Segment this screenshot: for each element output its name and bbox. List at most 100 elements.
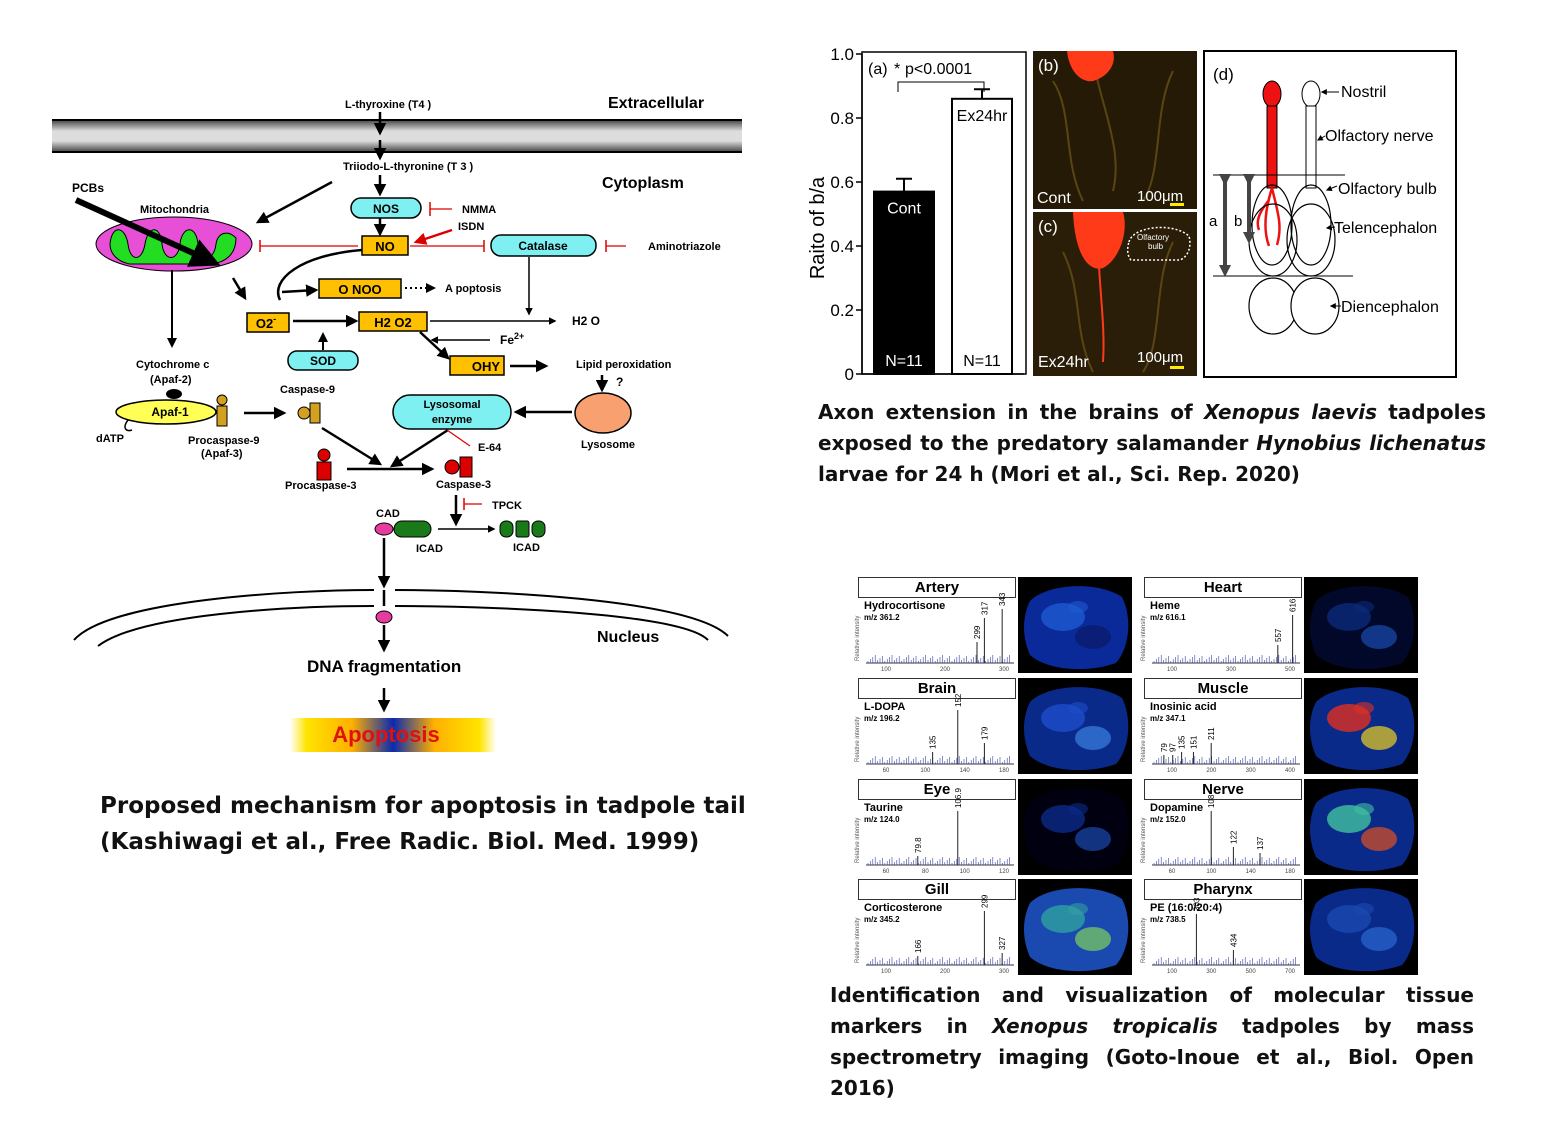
micrograph-b: (b) Cont 100μm (1033, 51, 1197, 209)
panel-a-label: (a) (868, 61, 888, 78)
ms-heatmap (1310, 586, 1415, 670)
ms-compound-name: Corticosterone (864, 902, 943, 914)
ms-peak-label: 434 (1229, 933, 1238, 947)
procaspase9-label: Procaspase-9 (188, 435, 260, 447)
ms-heatmap (1310, 687, 1415, 771)
bot-caption-species: Xenopus tropicalis (992, 1014, 1218, 1038)
ms-peak-label: 79.8 (914, 837, 923, 853)
ms-x-tick: 400 (1285, 768, 1296, 774)
ms-panel-artery: Artery Hydrocortisone m/z 361.2 Relative… (855, 577, 1016, 673)
ms-panel-title: Gill (858, 879, 1016, 900)
cad-label: CAD (376, 508, 400, 520)
ms-mz-value: m/z 361.2 (864, 613, 900, 622)
bar-cont (873, 190, 935, 375)
ms-x-tick: 80 (922, 869, 929, 875)
icad-label-1: ICAD (416, 543, 443, 555)
mitochondria-label: Mitochondria (140, 204, 210, 216)
axon-ratio-bar-chart: Raito of b/a 00.20.40.60.81.0 ContN=11Ex… (807, 45, 1027, 382)
onoo-node: O NOO (338, 282, 381, 297)
icad-label-2: ICAD (513, 542, 540, 554)
ms-x-tick: 300 (999, 969, 1010, 975)
ms-x-tick: 120 (999, 869, 1010, 875)
diencephalon-label: Diencephalon (1341, 299, 1439, 316)
caspase9-label: Caspase-9 (280, 384, 335, 396)
ms-compound-name: Taurine (864, 802, 903, 814)
apoptosis-final-label: Apoptosis (332, 722, 440, 747)
panel-d-label: (d) (1213, 65, 1234, 84)
ms-panel-brain: Brain L-DOPA m/z 196.2 Relative intensit… (855, 678, 1016, 774)
y-tick-label: 0.2 (830, 301, 854, 320)
ms-x-tick: 500 (1285, 667, 1296, 673)
ms-panel-muscle: Muscle Inosinic acid m/z 347.1 Relative … (1141, 678, 1302, 774)
hydroxyl-node: OHY (472, 359, 501, 374)
ms-heatmap (1310, 788, 1415, 872)
extracellular-label: Extracellular (608, 95, 704, 112)
ms-x-tick: 700 (1285, 969, 1296, 975)
ms-peak-label: 317 (980, 601, 989, 615)
ms-mz-value: m/z 738.5 (1150, 915, 1186, 924)
dimension-b: b (1234, 213, 1242, 230)
ms-image-artery (1018, 577, 1132, 673)
isdn-label: ISDN (458, 221, 484, 233)
chart-ylabel: Raito of b/a (807, 176, 829, 279)
left-caption-line2: (Kashiwagi et al., Free Radic. Biol. Med… (100, 829, 700, 855)
ms-x-tick: 100 (1167, 667, 1178, 673)
procaspase3-label: Procaspase-3 (285, 480, 357, 492)
cytochrome-label: Cytochrome c (136, 359, 209, 371)
ms-image-pharynx (1304, 879, 1418, 975)
ms-x-tick: 300 (999, 667, 1010, 673)
ms-image-eye (1018, 779, 1132, 875)
olfactory-bulb-label: Olfactory bulb (1338, 181, 1437, 198)
ms-mz-value: m/z 347.1 (1150, 714, 1186, 723)
ms-image-nerve (1304, 779, 1418, 875)
h2o2-node: H2 O2 (374, 315, 412, 330)
ms-image-muscle (1304, 678, 1418, 774)
ms-x-tick: 180 (999, 768, 1010, 774)
ms-heatmap (1310, 888, 1415, 972)
superoxide-node: O2- (256, 314, 276, 331)
ms-x-tick: 140 (960, 768, 971, 774)
dimension-a: a (1209, 213, 1218, 230)
datp-label: dATP (96, 433, 124, 445)
pcbs-label: PCBs (72, 181, 104, 195)
ms-x-tick: 100 (1167, 768, 1178, 774)
micrograph-c: Olfactory bulb (c) Ex24hr 100μm (1033, 212, 1197, 376)
ms-x-tick: 300 (1246, 768, 1257, 774)
bot-caption-part1: Identification and visualization of mole… (830, 983, 1474, 1038)
mid-caption-part2: tadpoles exposed to the predatory salama… (818, 400, 1486, 455)
ms-x-tick: 200 (1206, 768, 1217, 774)
ms-x-tick: 100 (1206, 869, 1217, 875)
ms-panel-nerve: Nerve Dopamine m/z 152.0 Relative intens… (1141, 779, 1302, 875)
ms-x-tick: 200 (940, 667, 951, 673)
ms-peak-label: 299 (973, 625, 982, 639)
ms-heatmap (1024, 788, 1129, 872)
ms-image-brain (1018, 678, 1132, 774)
ms-peak-label: 152 (954, 693, 963, 707)
ms-compound-name: PE (16:0/20:4) (1150, 902, 1223, 914)
ms-peak-label: 557 (1274, 628, 1283, 642)
left-caption: Proposed mechanism for apoptosis in tadp… (100, 788, 790, 860)
significance-star: * (894, 61, 900, 78)
y-tick-label: 0.4 (830, 237, 854, 256)
sod-node: SOD (310, 354, 336, 368)
ms-peak-label: 137 (1256, 836, 1265, 850)
ms-peak-label: 179 (980, 726, 989, 740)
ms-x-tick: 60 (883, 768, 890, 774)
ms-peak-label: 303 (1192, 897, 1201, 911)
ms-compound-name: Dopamine (1150, 802, 1204, 814)
apoptosis-pathway-diagram: Extracellular Cytoplasm L-thyroxine (T4 … (52, 95, 742, 752)
ms-imaging-grid: Artery Hydrocortisone m/z 361.2 Relative… (855, 577, 1418, 981)
y-tick-label: 0 (845, 365, 854, 382)
nuclear-envelope (73, 589, 729, 641)
ms-x-tick: 100 (960, 869, 971, 875)
dna-fragmentation-label: DNA fragmentation (307, 657, 461, 676)
apaf3-label: (Apaf-3) (201, 448, 243, 460)
ms-mz-value: m/z 196.2 (864, 714, 900, 723)
